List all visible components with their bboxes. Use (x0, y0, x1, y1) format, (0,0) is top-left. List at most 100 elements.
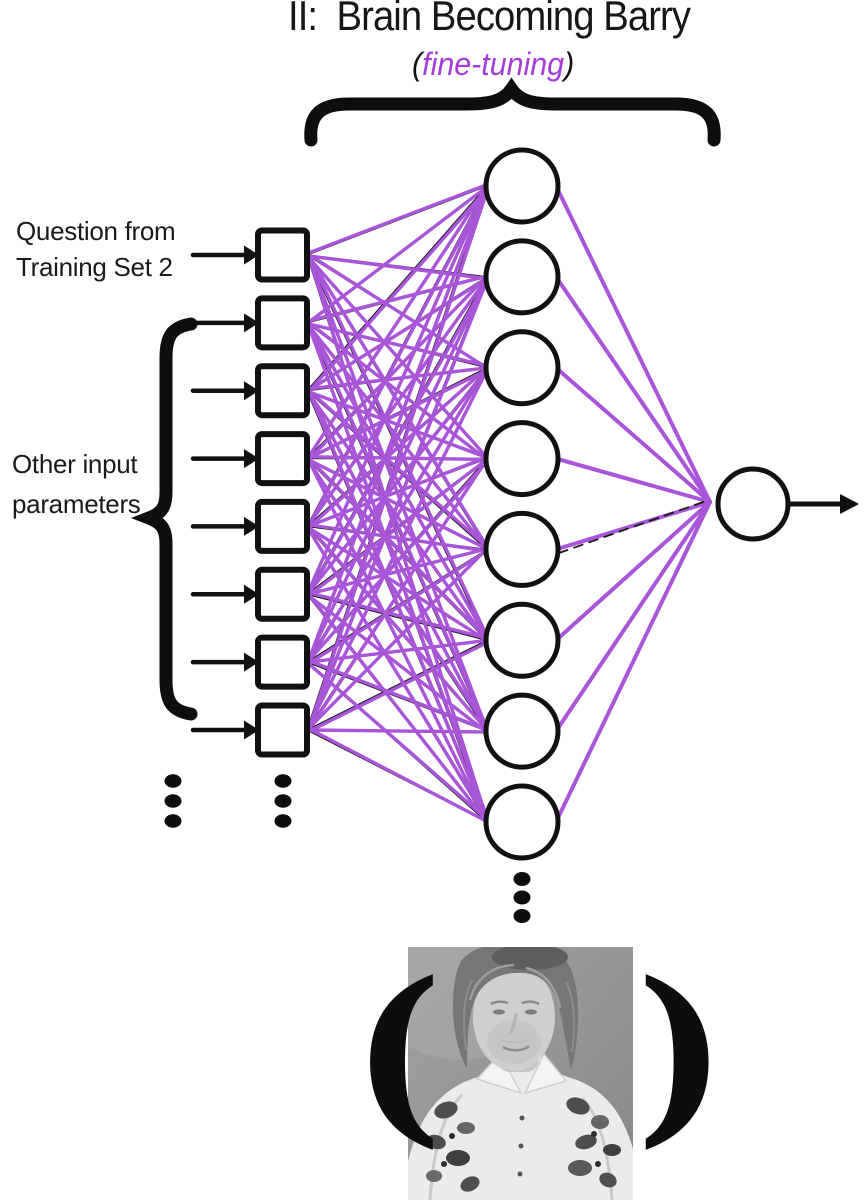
input-arrow-head-icon (244, 516, 259, 536)
connection-line (306, 658, 490, 732)
connection-line (306, 322, 490, 368)
question-label-line1: Question from (16, 216, 176, 246)
hidden-node (483, 147, 561, 225)
connection-line (306, 184, 490, 664)
connection-line (306, 276, 490, 393)
connection-line (554, 365, 712, 504)
connection-line (306, 640, 490, 734)
connection-line (306, 365, 490, 530)
connection-line (306, 456, 490, 598)
connection-line (306, 455, 490, 529)
input-arrow-head-icon (244, 652, 259, 672)
connection-line (306, 545, 490, 731)
ellipsis-dot (164, 794, 182, 808)
connection-line (306, 182, 490, 595)
connection-line (306, 661, 490, 822)
diagram-title: II: Brain Becoming Barry (288, 0, 691, 39)
input-arrow-head-icon (244, 584, 259, 604)
hidden-node (483, 783, 561, 861)
portrait-hair (452, 947, 579, 1070)
hidden-node (483, 601, 561, 679)
connection-line (306, 184, 490, 325)
shirt-floral-left (426, 1101, 480, 1192)
diagram-subtitle: (fine-tuning) (412, 46, 574, 83)
portrait-shirt (408, 1052, 633, 1200)
input-arrow-head-icon (244, 720, 259, 740)
top-brace (304, 77, 721, 147)
connection-line (306, 366, 490, 730)
ellipsis-dot (513, 890, 531, 905)
input-arrow-head-icon (244, 313, 259, 333)
connection-line (306, 275, 490, 528)
hidden-node (483, 238, 561, 316)
connection-line (306, 254, 490, 735)
input-node (255, 431, 310, 487)
connection-line (554, 184, 712, 504)
connection-line (554, 500, 712, 734)
input-node (255, 702, 310, 758)
other-input-label-line2: parameters (12, 489, 141, 519)
question-label-line2: Training Set 2 (16, 252, 173, 282)
connection-line (306, 186, 490, 395)
subtitle-text: fine-tuning (422, 46, 565, 82)
hidden-node (483, 420, 561, 498)
connection-line (306, 183, 490, 460)
connection-line (306, 525, 490, 643)
connection-line (306, 522, 490, 553)
subtitle-paren-open: ( (412, 46, 423, 82)
dashed-remnant-line (558, 500, 707, 554)
hidden-node (483, 329, 561, 407)
input-node (255, 566, 310, 622)
connection-line (554, 274, 712, 504)
connection-line (554, 500, 712, 643)
connection-line (306, 591, 490, 825)
connection-line (306, 186, 490, 734)
connection-line (554, 500, 712, 824)
connection-line (306, 526, 490, 823)
ellipsis-dot (513, 872, 531, 886)
connection-line (306, 276, 490, 597)
input-node (255, 634, 310, 690)
photo-paren-open: ( (352, 941, 443, 1166)
connection-line (306, 366, 490, 391)
hidden-node (483, 692, 561, 770)
connection-line (554, 456, 712, 504)
portrait-features (490, 1000, 540, 1052)
input-arrow-head-icon (244, 381, 259, 401)
connection-line (306, 366, 490, 596)
question-label: Question from Training Set 2 (16, 213, 176, 285)
connection-line (306, 726, 490, 824)
input-node (255, 227, 310, 283)
subtitle-paren-close: ) (564, 46, 575, 82)
ellipsis-dot (274, 774, 292, 788)
connection-line (306, 274, 490, 663)
other-input-label-line1: Other input (12, 449, 138, 479)
input-node (255, 498, 310, 554)
input-node (255, 295, 310, 351)
ellipsis-dot (274, 814, 292, 828)
hidden-node (483, 510, 561, 588)
photo-paren-close: ) (636, 941, 727, 1166)
connection-line (306, 458, 490, 663)
ellipsis-dot (164, 774, 182, 788)
left-brace (130, 317, 198, 721)
input-arrow-head-icon (244, 449, 259, 469)
shirt-floral-right (566, 1097, 621, 1188)
output-node (715, 466, 791, 542)
base-connection-line (306, 185, 488, 392)
connection-line (306, 185, 490, 530)
other-input-label: Other input parameters (12, 444, 141, 524)
ellipsis-dot (164, 814, 182, 828)
connection-line (306, 456, 490, 826)
connection-line (306, 273, 490, 463)
connection-line (306, 276, 490, 732)
connection-line (306, 523, 490, 733)
output-arrow-head-icon (840, 494, 859, 514)
barry-photo (408, 947, 633, 1200)
input-node (255, 363, 310, 419)
connection-line (306, 728, 490, 734)
input-arrow-head-icon (244, 245, 259, 265)
connection-line (306, 182, 490, 255)
